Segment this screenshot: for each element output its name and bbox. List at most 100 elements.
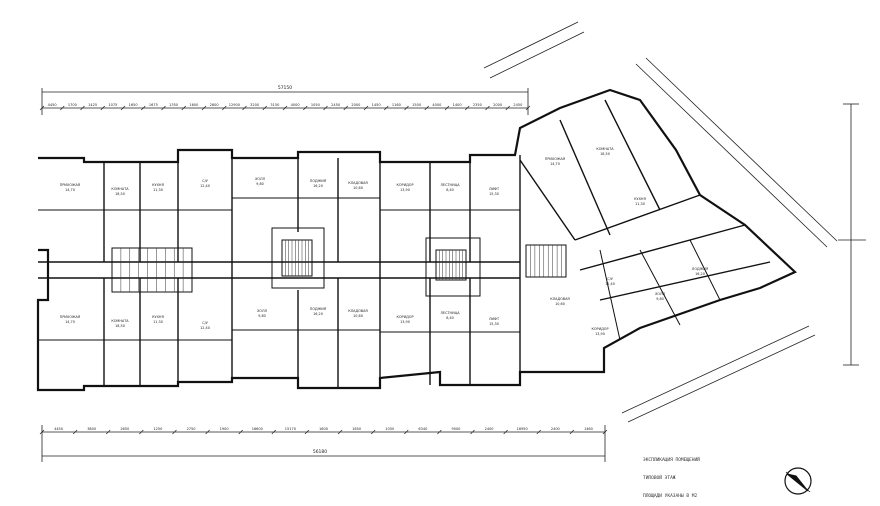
dimension-value: 2400 xyxy=(551,427,560,431)
dimension-value: 1400 xyxy=(453,103,462,107)
north-arrow-icon xyxy=(784,467,812,495)
dimension-value: 1650 xyxy=(129,103,138,107)
room-name: ЛИФТ xyxy=(489,317,500,321)
room-area: 15,30 xyxy=(489,192,499,196)
room-name: ПРИХОЖАЯ xyxy=(545,157,566,161)
dimension-value: 1350 xyxy=(169,103,178,107)
room-name: КОМНАТА xyxy=(111,319,129,323)
room-area: 9,80 xyxy=(656,297,664,301)
stair-cores xyxy=(111,227,567,297)
room-name: КЛАДОВАЯ xyxy=(348,309,368,313)
room-name: ПРИХОЖАЯ xyxy=(60,315,81,319)
room-area: 18,50 xyxy=(600,152,610,156)
dimension-value: 1600 xyxy=(319,427,328,431)
dimension-value: 16950 xyxy=(517,427,528,431)
overall-dimension-top: 57150 xyxy=(278,85,292,91)
dimension-value: 2000 xyxy=(351,103,360,107)
room-name: ЛОДЖИЯ xyxy=(310,307,327,311)
room-name: ЛЕСТНИЦА xyxy=(440,311,460,315)
room-area: 11,30 xyxy=(635,202,645,206)
room-name: КУХНЯ xyxy=(634,197,646,201)
dimension-value: 15170 xyxy=(285,427,296,431)
dimension-ticks xyxy=(39,105,608,435)
building-walls xyxy=(36,88,797,392)
room-name: ЛОДЖИЯ xyxy=(692,267,709,271)
room-area: 8,40 xyxy=(446,316,454,320)
room-area: 9,80 xyxy=(256,182,264,186)
room-area: 18,50 xyxy=(115,324,125,328)
room-area: 11,30 xyxy=(153,188,163,192)
room-area: 12,40 xyxy=(605,282,615,286)
dimension-value: 2450 xyxy=(331,103,340,107)
dimension-value: 2800 xyxy=(210,103,219,107)
dimension-value: 1600 xyxy=(189,103,198,107)
room-area: 15,30 xyxy=(489,322,499,326)
legend-line-1: ЭКСПЛИКАЦИЯ ПОМЕЩЕНИЙ xyxy=(643,458,700,463)
room-name: КУХНЯ xyxy=(152,183,164,187)
room-area: 10,60 xyxy=(555,302,565,306)
room-name: КОМНАТА xyxy=(111,187,129,191)
room-name: КОРИДОР xyxy=(396,315,413,319)
stair-treads xyxy=(120,240,562,292)
dimension-value: 1425 xyxy=(88,103,97,107)
room-name: ПРИХОЖАЯ xyxy=(60,183,81,187)
dimension-value: 2350 xyxy=(473,103,482,107)
room-name: КЛАДОВАЯ xyxy=(550,297,570,301)
dimension-value: 1650 xyxy=(352,427,361,431)
room-name: ХОЛЛ xyxy=(257,309,268,313)
room-area: 10,60 xyxy=(353,314,363,318)
dimension-value: 3150 xyxy=(270,103,279,107)
dimension-lines xyxy=(41,21,866,462)
dimension-value: 1160 xyxy=(392,103,401,107)
room-name: КУХНЯ xyxy=(152,315,164,319)
room-name: КОРИДОР xyxy=(396,183,413,187)
dimension-value: 4450 xyxy=(48,103,57,107)
dimension-value: 2000 xyxy=(493,103,502,107)
room-name: С/У xyxy=(607,277,614,281)
room-area: 8,40 xyxy=(446,188,454,192)
room-area: 16,20 xyxy=(695,272,705,276)
dimension-value: 1700 xyxy=(68,103,77,107)
room-area: 13,90 xyxy=(400,188,410,192)
dimension-value: 4000 xyxy=(291,103,300,107)
dimension-value: 9500 xyxy=(452,427,461,431)
legend: ЭКСПЛИКАЦИЯ ПОМЕЩЕНИЙ ТИПОВОЙ ЭТАЖ ПЛОЩА… xyxy=(643,446,700,506)
dimension-value: 12900 xyxy=(229,103,240,107)
room-name: ХОЛЛ xyxy=(255,177,266,181)
dimension-value: 1450 xyxy=(372,103,381,107)
dimension-value: 4000 xyxy=(432,103,441,107)
dimension-value: 6340 xyxy=(418,427,427,431)
room-area: 14,70 xyxy=(550,162,560,166)
room-area: 16,20 xyxy=(313,184,323,188)
room-name: ЛЕСТНИЦА xyxy=(440,183,460,187)
room-name: КОМНАТА xyxy=(596,147,614,151)
room-name: С/У xyxy=(202,321,209,325)
room-area: 13,90 xyxy=(400,320,410,324)
room-area: 13,90 xyxy=(595,332,605,336)
room-name: С/У xyxy=(202,179,209,183)
dimension-value: 2750 xyxy=(187,427,196,431)
dimension-value: 1500 xyxy=(412,103,421,107)
legend-line-3: ПЛОЩАДИ УКАЗАНЫ В М2 xyxy=(643,494,698,499)
room-area: 12,40 xyxy=(200,326,210,330)
dimension-value: 16600 xyxy=(252,427,263,431)
room-area: 14,70 xyxy=(65,320,75,324)
dimension-value: 1460 xyxy=(584,427,593,431)
room-area: 14,70 xyxy=(65,188,75,192)
dimension-value: 2650 xyxy=(120,427,129,431)
room-area: 9,80 xyxy=(258,314,266,318)
room-area: 12,40 xyxy=(200,184,210,188)
overall-dimension-bottom: 56180 xyxy=(313,449,327,455)
dimension-value: 4450 xyxy=(54,427,63,431)
room-area: 16,20 xyxy=(313,312,323,316)
room-area: 18,50 xyxy=(115,192,125,196)
legend-line-2: ТИПОВОЙ ЭТАЖ xyxy=(643,476,676,481)
dimension-value: 2450 xyxy=(513,103,522,107)
dimension-value: 1675 xyxy=(149,103,158,107)
dimension-value: 1050 xyxy=(385,427,394,431)
room-area: 11,30 xyxy=(153,320,163,324)
